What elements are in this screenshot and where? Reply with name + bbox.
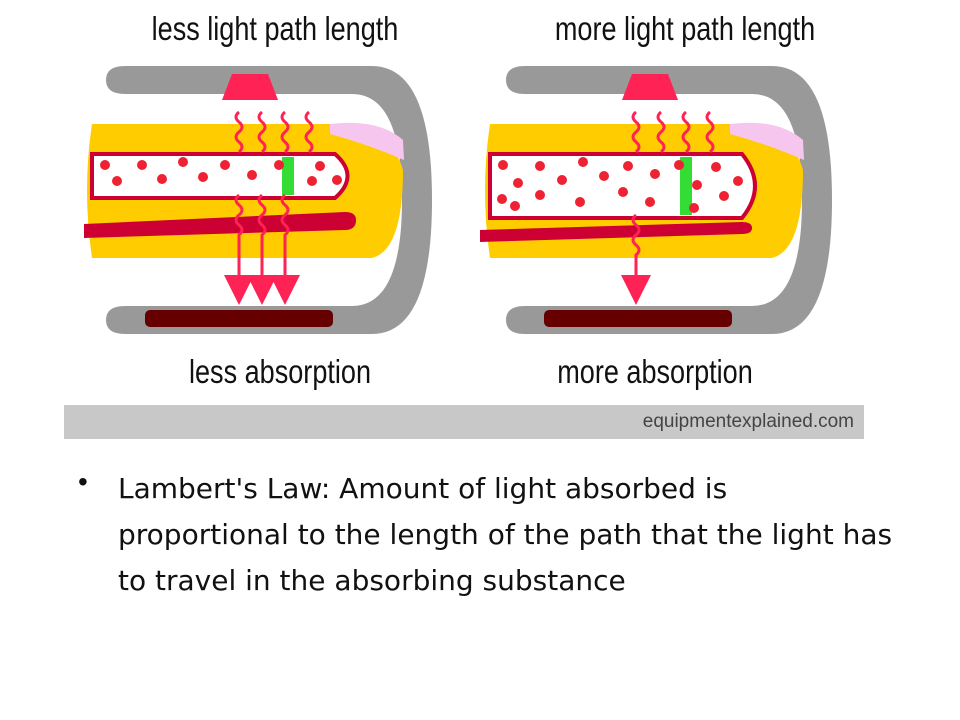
nail-left	[330, 122, 404, 160]
right-panel	[480, 66, 832, 334]
light-waves-left	[236, 110, 314, 290]
more-absorption-label: more absorption	[557, 353, 753, 390]
lamberts-law-bullet: Lambert's Law: Amount of light absorbed …	[118, 472, 893, 597]
light-waves-right	[633, 110, 715, 290]
light-emitter-right	[622, 74, 678, 100]
left-panel	[84, 66, 432, 334]
nail-right	[730, 122, 804, 160]
finger-clip-left	[106, 66, 432, 334]
vessel-wall-left	[90, 152, 350, 200]
credit-bar: equipmentexplained.com	[64, 405, 864, 439]
light-path-highlight-right	[680, 157, 692, 215]
pulse-oximetry-diagram	[84, 66, 832, 334]
source-credit: equipmentexplained.com	[642, 411, 854, 432]
bullet-list: • Lambert's Law: Amount of light absorbe…	[78, 466, 898, 604]
detector-right	[544, 310, 732, 327]
less-absorption-label: less absorption	[188, 353, 372, 390]
blood-cells-right	[497, 157, 743, 213]
light-path-highlight-left	[282, 157, 294, 195]
artery-right	[480, 222, 752, 242]
detector-left	[145, 310, 333, 327]
finger-clip-right	[506, 66, 832, 334]
less-light-path-label: less light path length	[151, 10, 399, 47]
more-light-path-label: more light path length	[554, 10, 816, 47]
bullet-icon: •	[78, 466, 88, 497]
light-emitter-left	[222, 74, 278, 100]
blood-cells-left	[100, 157, 342, 186]
